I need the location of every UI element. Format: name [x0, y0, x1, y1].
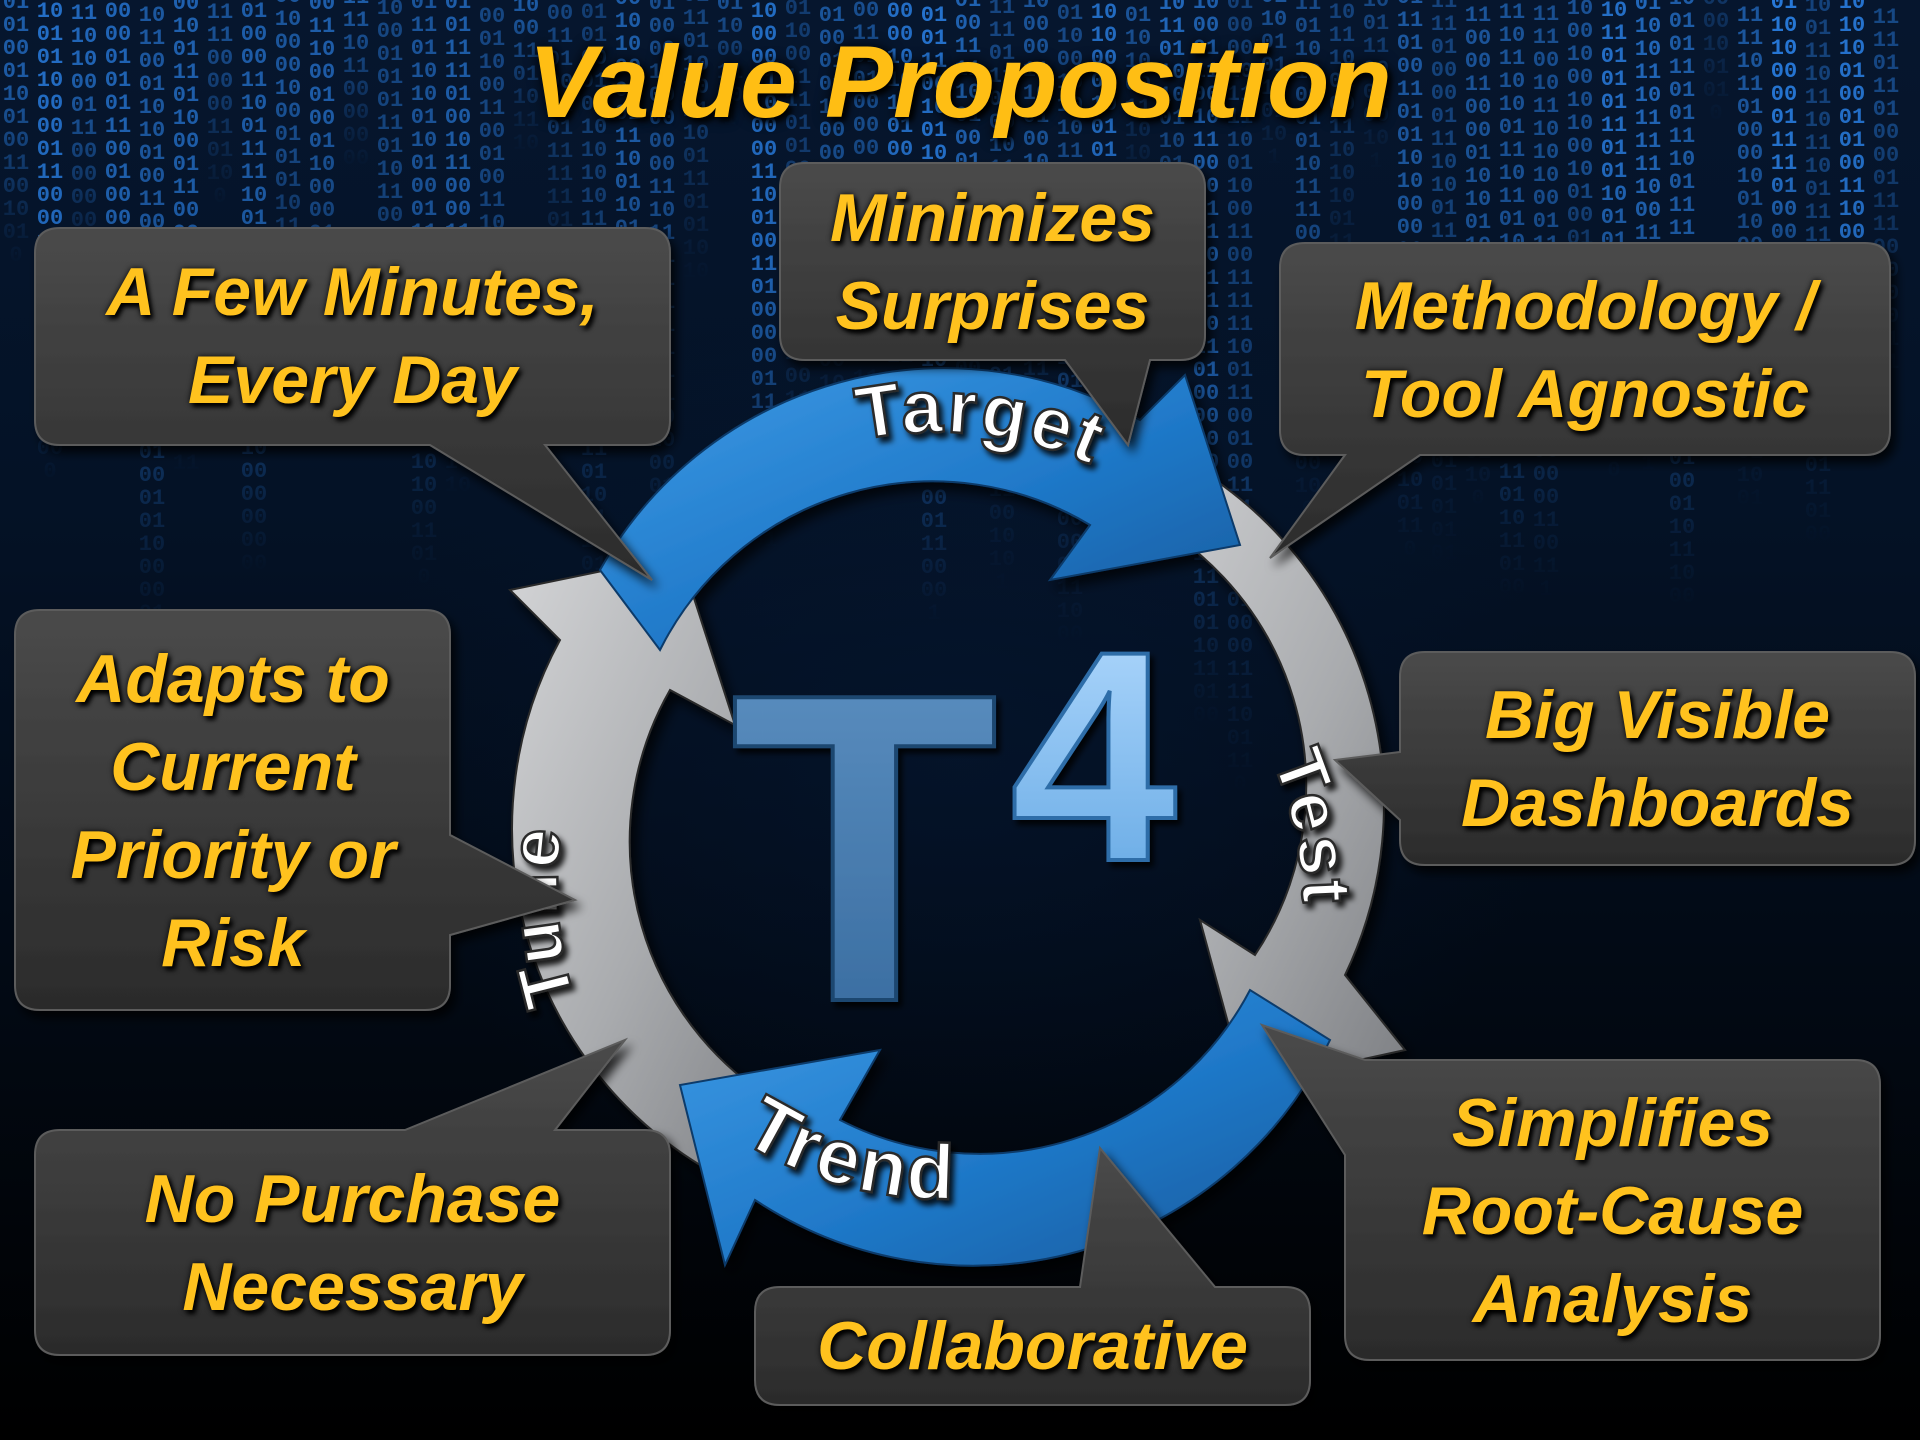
t4-logo-letter: T — [730, 603, 999, 1094]
callout-line: Dashboards — [1461, 765, 1854, 841]
callout-line: Every Day — [188, 342, 517, 418]
callout-line: Methodology / — [1354, 268, 1816, 344]
callout-methodology: Methodology / Tool Agnostic — [1285, 250, 1885, 450]
callout-line: No Purchase — [144, 1161, 561, 1237]
callout-line: Risk — [161, 904, 305, 981]
callout-line: Minimizes — [830, 180, 1155, 256]
t4-logo-superscript: 4 — [1010, 588, 1179, 924]
callout-adapts: Adapts to Current Priority or Risk — [18, 618, 448, 1003]
callout-collaborative: Collaborative — [760, 1290, 1305, 1402]
callout-line: Priority or — [70, 816, 396, 893]
callout-minimizes: Minimizes Surprises — [785, 170, 1200, 354]
callout-line: Current — [110, 728, 356, 805]
callout-line: Necessary — [182, 1249, 523, 1325]
callout-line: Adapts to — [76, 640, 390, 717]
callout-line: Analysis — [1472, 1261, 1753, 1337]
callout-no-purchase: No Purchase Necessary — [40, 1138, 665, 1348]
callout-line: A Few Minutes, — [106, 254, 599, 330]
callout-line: Collaborative — [817, 1308, 1248, 1384]
test-arrow — [1117, 468, 1407, 1087]
callout-root-cause: Simplifies Root-Cause Analysis — [1350, 1068, 1875, 1354]
callout-few-minutes: A Few Minutes, Every Day — [40, 236, 665, 436]
tune-arrow — [507, 553, 793, 1167]
callout-line: Big Visible — [1484, 677, 1831, 753]
callout-line: Root-Cause — [1421, 1173, 1804, 1249]
callout-dashboards: Big Visible Dashboards — [1405, 660, 1910, 858]
callout-line: Surprises — [835, 268, 1150, 344]
slide-title: Value Proposition — [528, 25, 1392, 139]
callout-line: Simplifies — [1451, 1085, 1774, 1161]
callout-line: Tool Agnostic — [1360, 356, 1810, 432]
